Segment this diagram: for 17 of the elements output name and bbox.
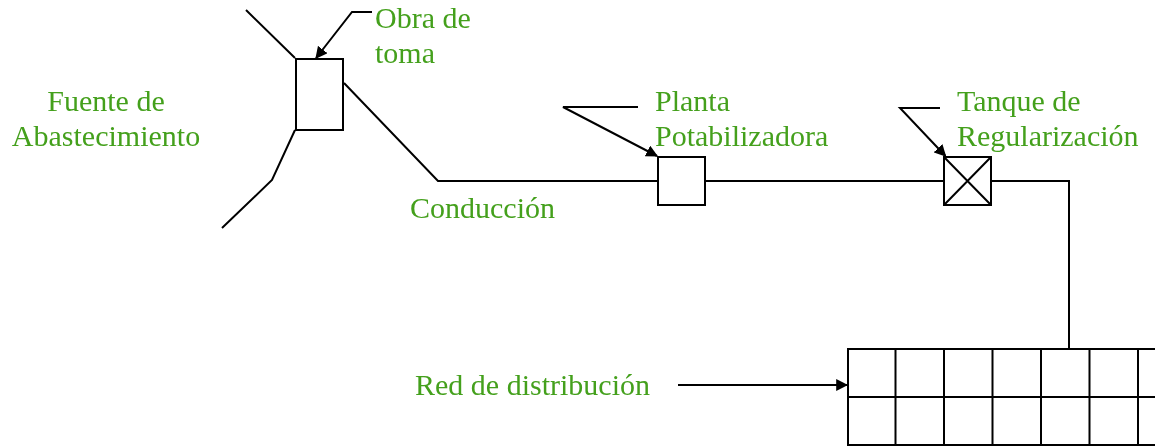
intake-box: [295, 58, 344, 131]
callout-label: Red de distribución: [415, 367, 678, 402]
leader-arrow: [897, 107, 947, 157]
distribution-grid: [847, 348, 1155, 446]
callout-label: Tanque de Regularización: [940, 83, 1155, 153]
treatment-plant-box: [657, 156, 706, 206]
leader-arrow: [677, 379, 849, 391]
edge-label: Conducción: [410, 190, 555, 225]
pipe-line: [343, 82, 658, 182]
pipe-line: [991, 180, 1070, 349]
callout-label: Obra de toma: [372, 0, 497, 70]
leader-arrow: [562, 106, 659, 157]
leader-arrow: [315, 11, 373, 59]
callout-label: Planta Potabilizadora: [638, 83, 863, 153]
tank-box: [943, 156, 992, 206]
source-label: Fuente de Abastecimiento: [10, 83, 202, 153]
pipe-line: [705, 180, 944, 182]
